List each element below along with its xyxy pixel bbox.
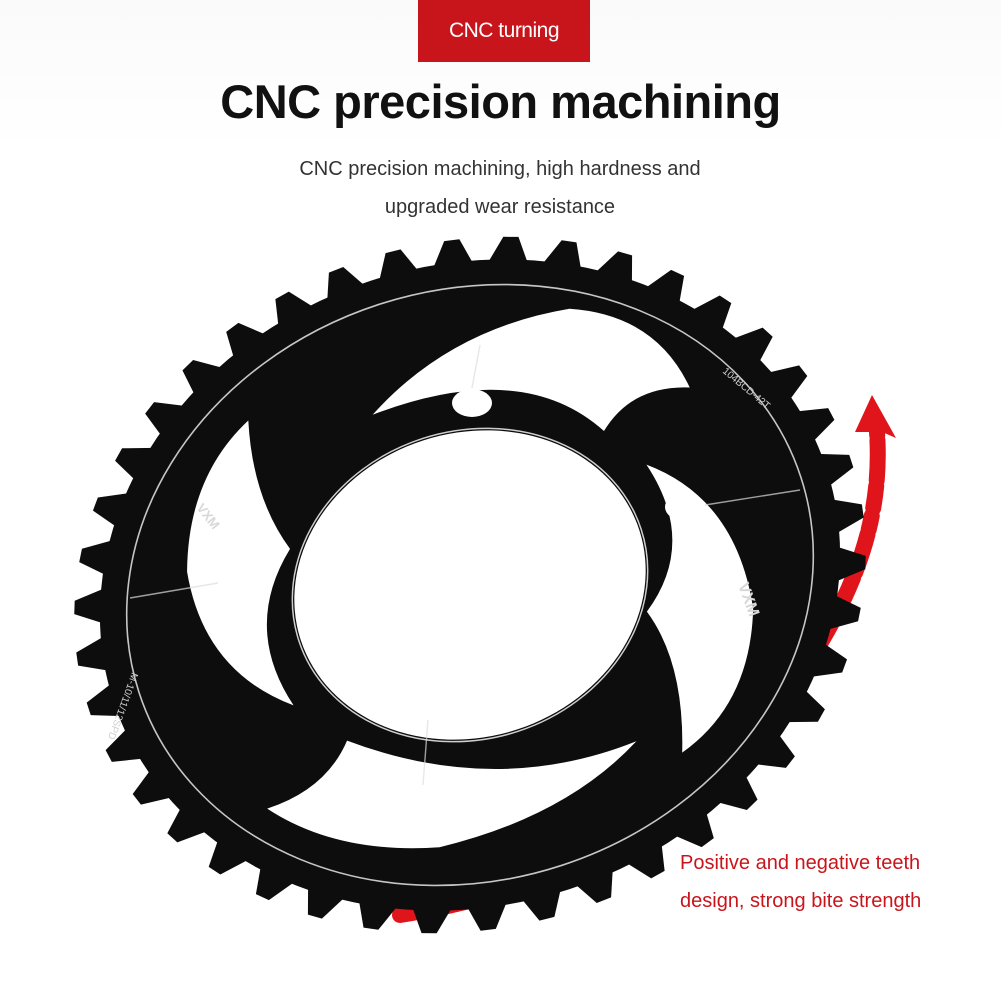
subtitle-line-2: upgraded wear resistance: [384, 196, 616, 218]
teeth-design-caption: Positive and negative teeth design, stro…: [680, 844, 980, 920]
chainring-tooth: [255, 865, 296, 901]
chainring-tooth: [358, 899, 398, 930]
chainring-tooth: [115, 447, 155, 481]
chainring-tooth: [327, 266, 366, 302]
chainring-tooth: [79, 540, 114, 576]
chainring-tooth: [673, 811, 714, 848]
page-title: CNC precision machining: [220, 75, 781, 128]
chainring-tooth: [412, 906, 453, 934]
chainring-tooth: [542, 240, 582, 271]
chainring-tooth: [92, 492, 131, 528]
chainring-tooth: [731, 327, 773, 364]
chainring-tooth: [226, 322, 267, 359]
chainring-tooth: [809, 642, 848, 678]
page-subtitle: CNC precision machining, high hardness a…: [250, 150, 750, 226]
chainring-tooth: [132, 769, 173, 805]
chainring-tooth: [785, 689, 825, 723]
chainring-tooth: [487, 236, 528, 264]
chainring-tooth: [379, 249, 419, 282]
chainring-tooth: [830, 499, 864, 534]
chainring-tooth: [716, 774, 758, 811]
chainring-tooth: [767, 365, 808, 401]
chainring: VXM VXM 104BCD-42T M-10/11/12SPD: [74, 236, 866, 934]
chainring-tooth: [275, 291, 314, 328]
chainring-tooth: [795, 408, 835, 443]
chainring-tooth: [76, 636, 110, 671]
chainring-tooth: [74, 588, 105, 624]
subtitle-line-1: CNC precision machining, high hardness a…: [299, 158, 701, 180]
chainring-tooth: [626, 842, 665, 879]
chainring-tooth: [86, 682, 123, 717]
chainring-tooth: [105, 727, 145, 762]
chainring-tooth: [307, 886, 346, 919]
chainring-tooth: [835, 546, 866, 582]
chainring-tooth: [466, 901, 507, 931]
chainring-tooth: [594, 251, 633, 284]
chainring-tooth: [182, 359, 224, 396]
chainring-tooth: [167, 806, 209, 843]
caption-line-2: design, strong bite strength: [680, 890, 922, 912]
chainring-tooth: [690, 295, 732, 332]
chainring-tooth: [644, 269, 685, 305]
chainring-tooth: [521, 888, 561, 921]
chainring-tooth: [754, 733, 795, 768]
chainring-tooth: [574, 868, 613, 904]
chainring-tooth: [208, 838, 250, 875]
chainring-tooth: [433, 239, 474, 269]
caption-line-1: Positive and negative teeth: [680, 852, 921, 874]
chainring-tooth: [826, 594, 861, 630]
chainring-tooth: [817, 453, 854, 488]
cnc-turning-tag: CNC turning: [418, 0, 590, 62]
chainring-tooth: [145, 402, 186, 437]
